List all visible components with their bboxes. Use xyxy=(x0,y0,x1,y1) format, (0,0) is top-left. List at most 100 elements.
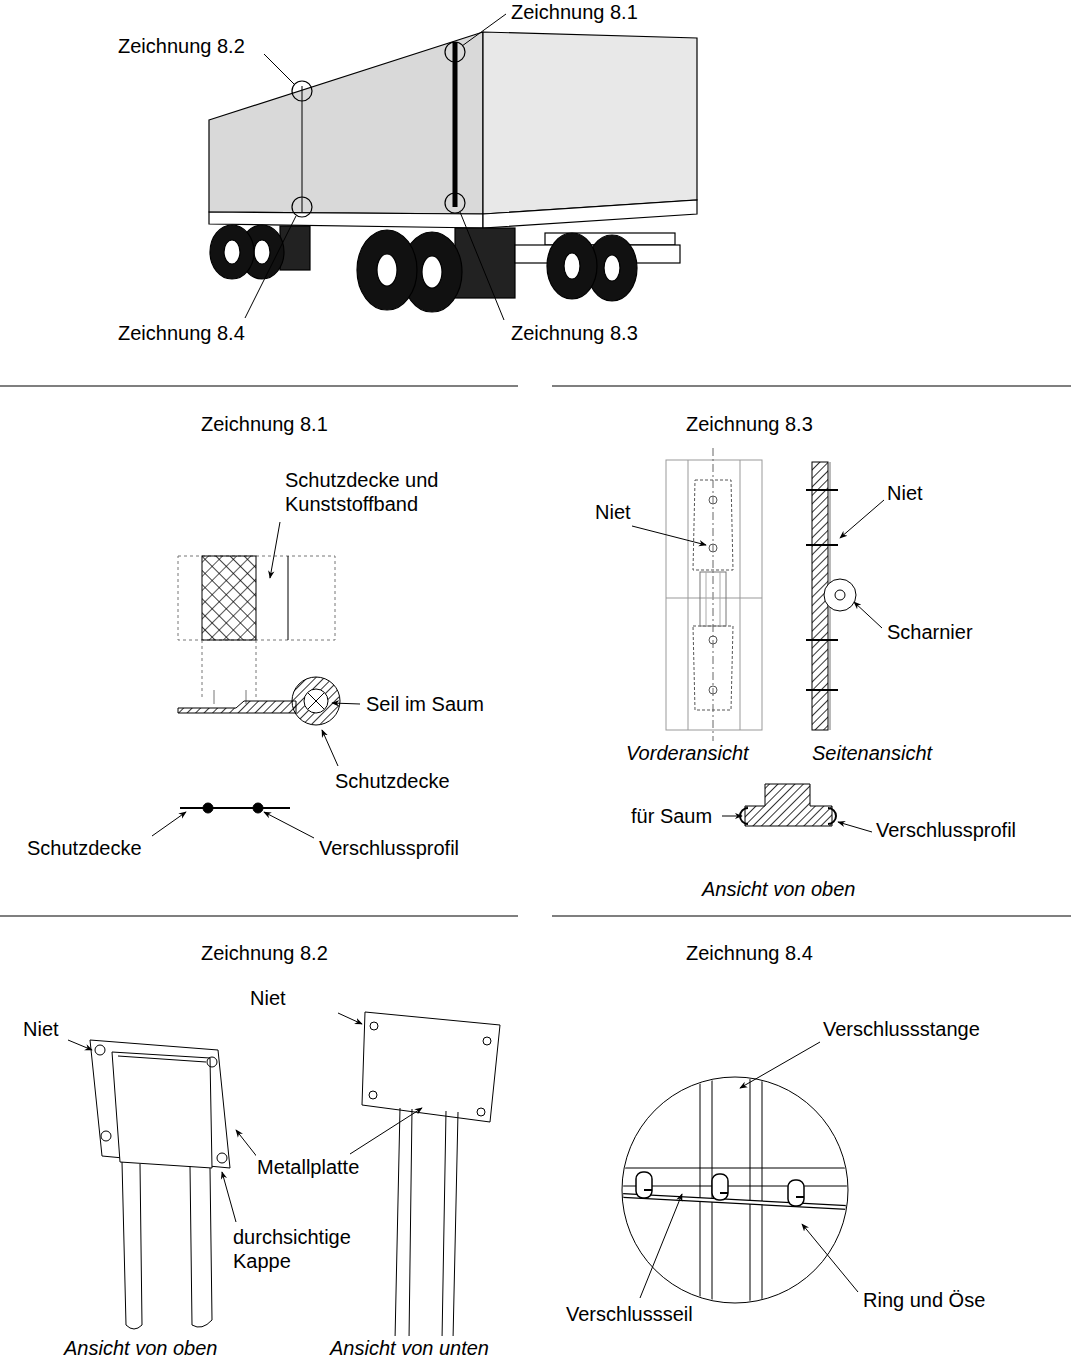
cap-detail-drawing xyxy=(90,1012,500,1340)
hinge-detail-drawing xyxy=(720,572,721,626)
hinge-detail-drawing xyxy=(709,686,717,694)
part-label: Verschlussprofil xyxy=(318,836,460,860)
trailer-illustration xyxy=(302,86,303,212)
trailer-illustration xyxy=(483,200,697,228)
separator-line xyxy=(0,386,1071,916)
trailer-illustration xyxy=(224,240,240,264)
panel-heading: Zeichnung 8.2 xyxy=(200,941,329,965)
leader-arrow xyxy=(640,1042,858,1298)
cap-detail-drawing xyxy=(362,1012,500,1122)
closure-detail-drawing xyxy=(615,1070,855,1310)
separator-line xyxy=(552,915,1071,916)
leader-arrow xyxy=(236,1130,258,1158)
drawing-reference: Zeichnung 8.3 xyxy=(510,321,639,345)
drawing-reference: Zeichnung 8.1 xyxy=(510,0,639,24)
cover-detail-drawing xyxy=(178,556,335,640)
trailer-illustration xyxy=(483,32,697,214)
leader-arrow xyxy=(222,1172,236,1222)
trailer-illustration xyxy=(547,233,597,299)
closure-detail-drawing xyxy=(615,1070,855,1310)
cap-detail-drawing xyxy=(122,1162,212,1325)
hinge-detail-drawing xyxy=(706,572,707,626)
panel-heading: Zeichnung 8.1 xyxy=(200,412,329,436)
hinge-detail-drawing xyxy=(700,572,726,626)
leader-arrow xyxy=(840,500,884,538)
part-label: Niet xyxy=(886,481,924,505)
leader-line xyxy=(264,54,294,84)
leader-arrow xyxy=(264,812,314,838)
cover-detail-drawing xyxy=(203,803,213,813)
trailer-illustration xyxy=(422,256,442,288)
cover-detail-drawing xyxy=(308,693,324,709)
cap-detail-drawing xyxy=(101,1131,111,1141)
leader-arrow xyxy=(270,522,280,578)
cover-detail-drawing xyxy=(202,640,203,700)
part-label: Niet xyxy=(594,500,632,524)
hinge-detail-drawing xyxy=(709,496,717,504)
cap-detail-drawing xyxy=(207,1057,217,1067)
closure-detail-drawing xyxy=(615,1195,855,1208)
hinge-detail-drawing xyxy=(688,460,689,730)
drawing-reference: Zeichnung 8.2 xyxy=(117,34,246,58)
part-label: Verschlussseil xyxy=(565,1302,694,1326)
cap-detail-drawing xyxy=(90,1040,230,1168)
hinge-detail-drawing xyxy=(713,448,714,742)
cover-detail-drawing xyxy=(178,556,340,813)
hinge-detail-drawing xyxy=(740,460,741,730)
trailer-illustration xyxy=(280,226,310,270)
part-label: Metallplatte xyxy=(256,1155,360,1179)
trailer-illustration xyxy=(455,228,515,298)
hinge-detail-drawing xyxy=(666,460,762,730)
leader-line xyxy=(245,14,506,320)
cap-detail-drawing xyxy=(483,1037,491,1045)
part-label: Ring und Öse xyxy=(862,1288,986,1312)
leader-arrow xyxy=(322,730,338,766)
leader-arrow xyxy=(350,1108,422,1154)
trailer-illustration xyxy=(210,225,254,279)
closure-detail-drawing xyxy=(644,1190,804,1197)
hinge-detail-drawing xyxy=(824,579,856,611)
trailer-illustration xyxy=(377,254,397,286)
panel-heading: Zeichnung 8.4 xyxy=(685,941,814,965)
cover-detail-drawing xyxy=(304,689,328,713)
cover-detail-drawing xyxy=(253,803,263,813)
trailer-illustration xyxy=(209,32,697,312)
trailer-illustration xyxy=(357,230,417,310)
closure-detail-drawing xyxy=(615,1195,855,1208)
part-label: Verschlussstange xyxy=(822,1017,981,1041)
separator-line xyxy=(0,915,518,916)
hinge-detail-drawing xyxy=(693,626,733,710)
leader-arrow xyxy=(854,602,882,628)
part-label: für Saum xyxy=(630,804,713,828)
leader-arrow xyxy=(332,703,360,704)
hinge-detail-drawing xyxy=(709,544,717,552)
cover-detail-drawing xyxy=(288,556,289,640)
leader-arrow xyxy=(838,822,872,832)
view-label: Ansicht von oben xyxy=(63,1336,218,1360)
view-label: Seitenansicht xyxy=(811,741,933,765)
leader-arrow xyxy=(632,500,884,832)
hinge-detail-drawing xyxy=(666,598,762,599)
cap-detail-drawing xyxy=(370,1022,378,1030)
hinge-detail-drawing xyxy=(745,784,832,826)
leader-arrow xyxy=(632,526,706,545)
cap-detail-drawing xyxy=(118,1056,206,1062)
cap-detail-drawing xyxy=(477,1108,485,1116)
part-label: Schutzdecke xyxy=(26,836,143,860)
cover-detail-drawing xyxy=(202,556,256,640)
cap-detail-drawing xyxy=(369,1091,377,1099)
cover-detail-drawing xyxy=(256,640,257,700)
cap-detail-drawing xyxy=(95,1045,105,1055)
hinge-detail-drawing xyxy=(828,808,836,824)
closure-detail-drawing xyxy=(788,1180,804,1206)
view-label: Ansicht von oben xyxy=(701,877,856,901)
closure-detail-drawing xyxy=(712,1174,728,1200)
cap-detail-drawing xyxy=(395,1108,458,1340)
closure-detail-drawing xyxy=(622,1077,848,1303)
part-label: Schutzdecke xyxy=(334,769,451,793)
cap-detail-drawing xyxy=(112,1052,212,1168)
hinge-detail-drawing xyxy=(693,480,733,570)
